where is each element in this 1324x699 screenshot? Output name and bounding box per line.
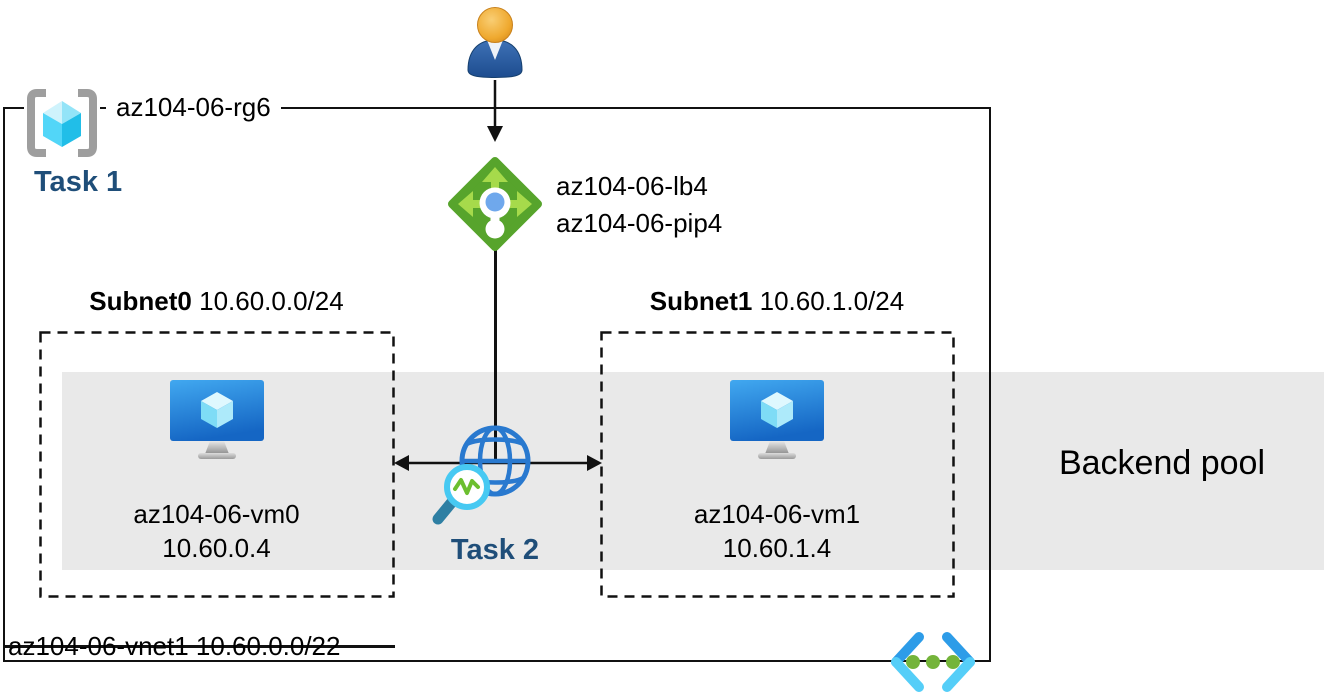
subnet1-label: Subnet1 10.60.1.0/24 — [602, 284, 952, 318]
load-balancer-icon — [448, 157, 542, 251]
resource-group-icon — [24, 88, 100, 160]
vm0-name: az104-06-vm0 — [133, 499, 300, 529]
backend-pool-label: Backend pool — [1058, 444, 1266, 482]
vnet-label: az104-06-vnet1 10.60.0.0/22 — [8, 631, 341, 661]
user-icon — [467, 7, 523, 79]
public-ip-name: az104-06-pip4 — [556, 208, 723, 238]
user-to-lb-arrow — [487, 80, 503, 142]
load-balancer-name: az104-06-lb4 — [556, 171, 708, 201]
vm0-icon — [170, 380, 264, 459]
subnet0-box — [39, 331, 395, 598]
subnet0-name: Subnet0 — [89, 286, 192, 316]
lb-to-probe-connector — [494, 247, 497, 463]
subnet0-label: Subnet0 10.60.0.0/24 — [41, 284, 392, 318]
subnet1-box — [600, 331, 955, 598]
subnet1-cidr: 10.60.1.0/24 — [759, 286, 905, 316]
backend-pool-band — [62, 372, 1324, 570]
vm0-ip: 10.60.0.4 — [162, 533, 271, 563]
health-probe-globe-icon — [432, 425, 531, 525]
vnet-boundary-line — [3, 645, 395, 648]
subnet0-cidr: 10.60.0.0/24 — [199, 286, 344, 316]
task2-label: Task 2 — [450, 534, 540, 566]
resource-group-name: az104-06-rg6 — [106, 90, 281, 124]
load-balancer-labels: az104-06-lb4 az104-06-pip4 — [556, 168, 722, 242]
task1-label: Task 1 — [34, 166, 123, 198]
virtual-network-icon — [891, 632, 975, 692]
vm1-name: az104-06-vm1 — [693, 499, 861, 529]
resource-group-box — [3, 107, 991, 662]
vm1-ip: 10.60.1.4 — [722, 533, 832, 563]
vm1-icon — [730, 380, 824, 459]
subnet1-name: Subnet1 — [649, 286, 753, 316]
